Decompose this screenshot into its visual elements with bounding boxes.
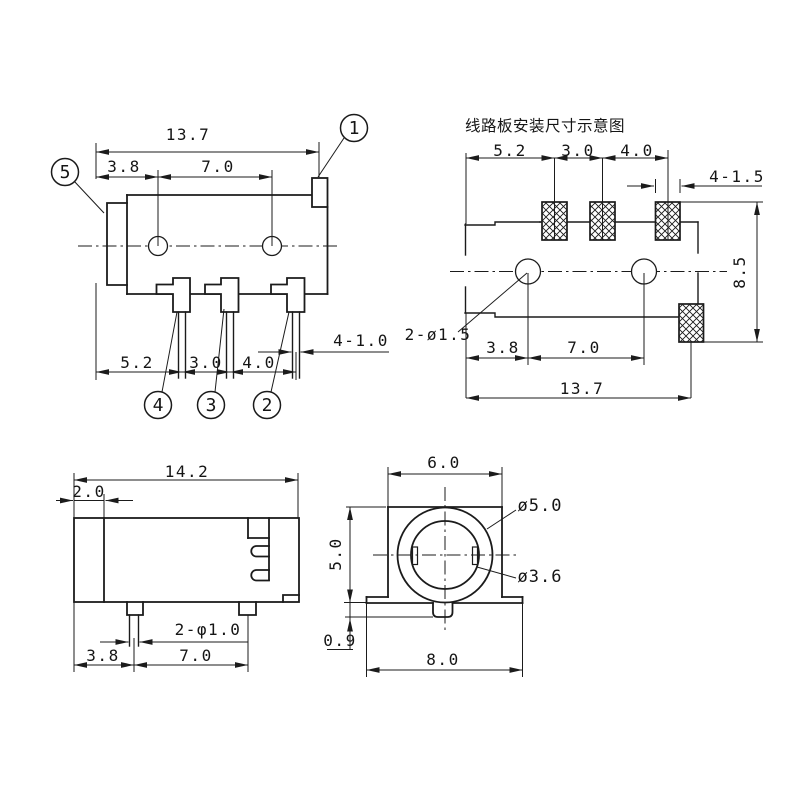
end-contact-tab-left — [411, 546, 419, 566]
dim-front-hole-pitch: 7.0 — [201, 157, 234, 176]
callout-1-circle — [339, 113, 369, 143]
dim-front-pin-width: 4-1.0 — [333, 331, 389, 350]
dim-end-base-width: 8.0 — [426, 650, 459, 669]
dim-end-body-width: 6.0 — [427, 453, 460, 472]
dim-pcb-board-height: 8.5 — [730, 255, 749, 288]
front-pin-2 — [270, 277, 306, 313]
callout-4-circle — [143, 390, 173, 420]
dim-pcb-hole-label: 2-ø1.5 — [405, 325, 472, 344]
dim-end-tab-depth: 0.9 — [323, 631, 356, 650]
dim-pcb-hole-offset: 3.8 — [486, 338, 519, 357]
callout-5-circle — [50, 157, 80, 187]
front-pin-legs — [177, 311, 301, 379]
end-contact-tab-right — [471, 546, 479, 566]
dim-side-leg-pitch: 7.0 — [179, 646, 212, 665]
callout-3-circle — [196, 390, 226, 420]
dim-side-leg-label: 2-φ1.0 — [175, 620, 242, 639]
pcb-layout-view: 线路板安装尺寸示意图 — [405, 116, 765, 401]
dim-front-pin-span: 5.2 — [120, 353, 153, 372]
end-view: 6.0 ø5.0 ø3.6 5.0 0.9 8.0 — [323, 453, 563, 677]
dim-pcb-pad-pitch-b: 4.0 — [620, 141, 653, 160]
side-dimension-lines — [56, 473, 299, 672]
dim-side-front-step: 2.0 — [72, 482, 105, 501]
callout-2-circle — [252, 390, 282, 420]
dim-side-leg-offset: 3.8 — [86, 646, 119, 665]
front-dimension-lines — [95, 142, 389, 380]
side-body — [73, 517, 300, 603]
callout-3-label: 3 — [206, 395, 217, 416]
dim-pcb-pad-pitch-a: 3.0 — [561, 141, 594, 160]
front-callouts: 1 5 4 3 2 — [50, 113, 369, 420]
callout-1-label: 1 — [349, 118, 360, 139]
side-bottom-notch — [282, 594, 300, 603]
callout-2-label: 2 — [262, 395, 273, 416]
pcb-pad-4 — [678, 303, 705, 343]
front-switch-tab — [311, 177, 329, 208]
side-post-right — [238, 601, 257, 616]
dim-front-pin-pitch-a: 3.0 — [189, 353, 222, 372]
dim-pcb-hole-pitch: 7.0 — [567, 338, 600, 357]
pcb-view-title: 线路板安装尺寸示意图 — [465, 116, 625, 135]
front-barrel-protrusion — [106, 202, 128, 286]
dim-front-overall-width: 13.7 — [166, 125, 211, 144]
end-dimension-lines — [327, 467, 523, 677]
dim-side-overall-length: 14.2 — [165, 462, 210, 481]
callout-5-label: 5 — [60, 162, 71, 183]
callout-4-label: 4 — [153, 395, 164, 416]
dim-pcb-overall-width: 13.7 — [560, 379, 605, 398]
front-view: 13.7 3.8 7.0 5.2 3.0 4.0 4-1.0 1 5 4 3 2 — [50, 113, 389, 420]
side-post-left — [126, 601, 144, 616]
dim-front-pin-pitch-b: 4.0 — [242, 353, 275, 372]
end-body — [365, 506, 524, 618]
dim-pcb-pad-width: 4-1.5 — [709, 167, 765, 186]
dim-pcb-pad-span: 5.2 — [493, 141, 526, 160]
dim-end-inner-dia: ø3.6 — [518, 567, 563, 587]
pcb-dimension-lines — [457, 150, 763, 401]
dim-end-outer-dia: ø5.0 — [518, 496, 563, 516]
dim-end-body-height: 5.0 — [326, 537, 345, 570]
front-pin-3 — [204, 277, 240, 313]
side-post-legs — [128, 614, 140, 647]
dim-front-hole-offset: 3.8 — [107, 157, 140, 176]
end-bottom-tab — [432, 602, 454, 618]
side-view: 14.2 2.0 2-φ1.0 3.8 7.0 — [56, 462, 300, 672]
front-pin-4 — [155, 277, 191, 313]
side-contact-slots — [247, 517, 270, 582]
